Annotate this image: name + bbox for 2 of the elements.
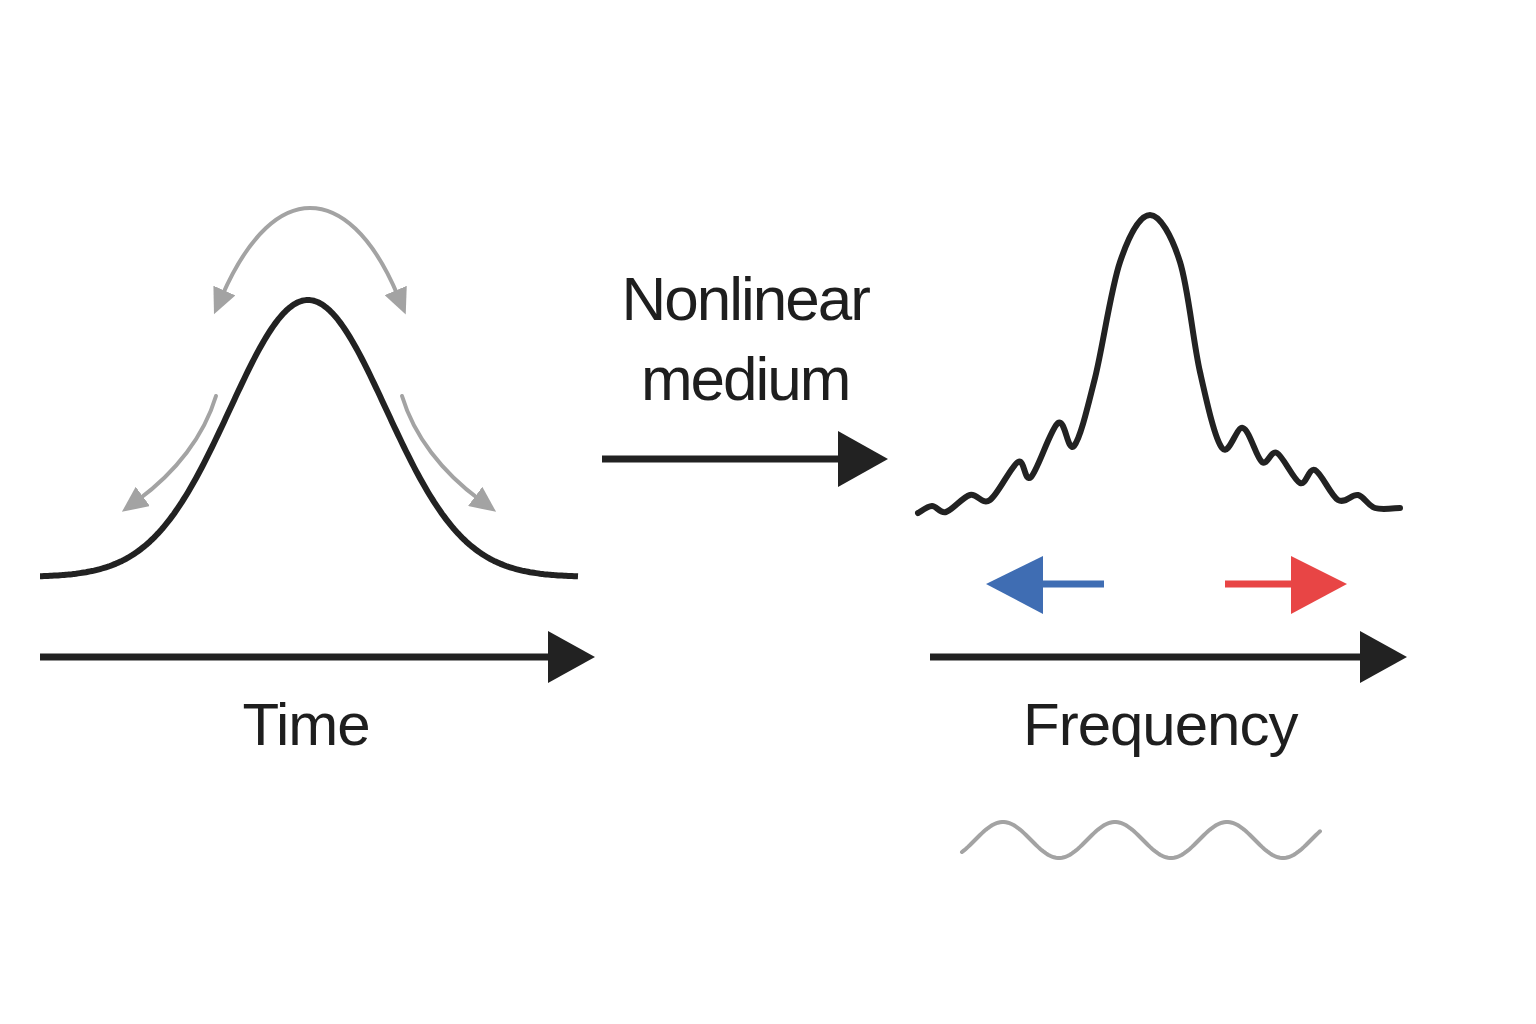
axis-label: Frequency — [1023, 693, 1298, 756]
axis-label: Time — [242, 693, 370, 756]
